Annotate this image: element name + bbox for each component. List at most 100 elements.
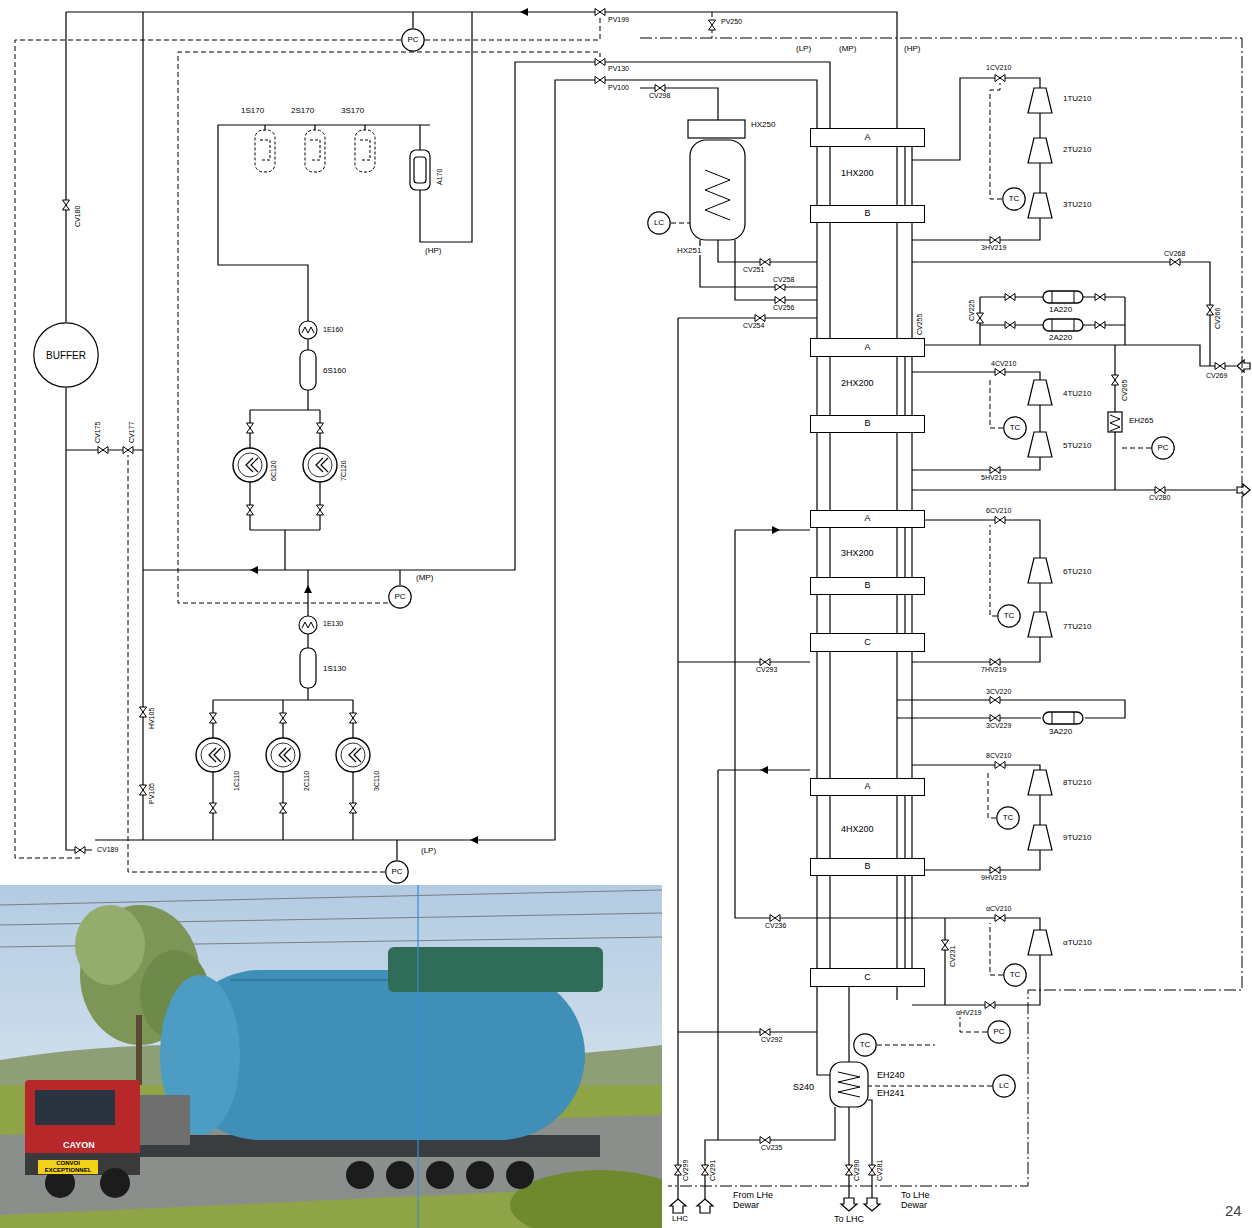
tag-label: To LHC <box>833 1214 865 1224</box>
tag-label: LHC <box>671 1214 689 1223</box>
tag-label: 2C110 <box>303 770 311 792</box>
node-text: TC <box>1003 814 1014 823</box>
exchanger-band: C <box>810 968 925 987</box>
exchanger-band: A <box>810 338 925 357</box>
tag-label: CV280 <box>1148 494 1171 502</box>
stream-line <box>904 876 905 968</box>
tag-label: 1E160 <box>322 326 344 334</box>
tag-label: CV293 <box>755 666 778 674</box>
circle-outline <box>647 211 671 235</box>
tag-label: PV105 <box>148 782 156 805</box>
circle-outline <box>997 604 1021 628</box>
tag-label: 1CV210 <box>985 64 1012 72</box>
tag-label: CV292 <box>760 1036 783 1044</box>
tag-label: 6TU210 <box>1062 567 1092 576</box>
tag-label: CAYON <box>62 1140 96 1150</box>
transport-photo <box>0 885 662 1228</box>
node-text: BUFFER <box>46 350 86 361</box>
buffer-vessel: BUFFER <box>33 322 99 388</box>
tag-label: 6S160 <box>322 366 347 375</box>
tag-label: 7HV219 <box>980 666 1007 674</box>
controller-circle: PC <box>1151 436 1175 460</box>
tag-label: CV251 <box>742 266 765 274</box>
node-text: TC <box>1004 612 1015 621</box>
node-text: LC <box>654 219 664 228</box>
circle-outline <box>853 1033 877 1057</box>
tag-label: αTU210 <box>1062 938 1093 947</box>
node-text: PC <box>1157 444 1168 453</box>
tag-label: 4HX200 <box>840 824 875 834</box>
stream-line <box>904 528 905 577</box>
tag-label: PV250 <box>720 18 743 26</box>
tag-label: (LP) <box>795 44 812 53</box>
circle-outline <box>996 806 1020 830</box>
exchanger-band: A <box>810 510 925 528</box>
tag-label: (HP) <box>903 44 921 53</box>
tag-label: HX251 <box>676 246 702 255</box>
tag-label: 2HX200 <box>840 378 875 388</box>
tag-label: CV177 <box>128 421 136 444</box>
tag-label: CV299 <box>682 1159 690 1182</box>
tag-label: (MP) <box>838 44 857 53</box>
tag-label: To LHe Dewar <box>900 1190 954 1211</box>
circle-outline <box>388 585 412 609</box>
stream-line <box>904 357 905 415</box>
tag-label: EH240 <box>876 1070 906 1080</box>
tag-label: 3A220 <box>1048 727 1073 736</box>
tag-label: A170 <box>436 168 444 186</box>
node-text: PC <box>391 868 402 877</box>
exchanger-band: A <box>810 778 925 796</box>
tag-label: HV105 <box>148 707 156 730</box>
node-text: B <box>864 862 870 872</box>
tag-label: 3CV229 <box>985 722 1012 730</box>
tag-label: CV231 <box>949 945 957 968</box>
exchanger-band: B <box>810 577 925 595</box>
tag-label: 1HX200 <box>840 168 875 178</box>
controller-circle: TC <box>1003 963 1027 987</box>
tag-label: CV281 <box>876 1159 884 1182</box>
tag-label: 5TU210 <box>1062 441 1092 450</box>
tag-label: CV256 <box>772 304 795 312</box>
circle-outline <box>1151 436 1175 460</box>
controller-circle: TC <box>1002 187 1026 211</box>
tag-label: EH265 <box>1128 416 1154 425</box>
tag-label: 4CV210 <box>990 360 1017 368</box>
tag-label: 1C110 <box>233 770 241 792</box>
tag-label: CV291 <box>709 1159 717 1182</box>
tag-label: 7C120 <box>340 459 348 482</box>
controller-circle: PC <box>987 1020 1011 1044</box>
circle-outline <box>987 1020 1011 1044</box>
circle-outline <box>1003 416 1027 440</box>
tag-label: 1A220 <box>1048 305 1073 314</box>
tag-label: 1S170 <box>240 106 265 115</box>
node-text: A <box>864 343 870 353</box>
exchanger-band: B <box>810 205 925 223</box>
tag-label: CV258 <box>772 276 795 284</box>
node-text: C <box>864 638 871 648</box>
circle-outline <box>1002 187 1026 211</box>
node-text: B <box>864 581 870 591</box>
tag-label: 1S130 <box>322 664 347 673</box>
tag-label: PV130 <box>607 65 630 73</box>
tag-label: 6CV210 <box>985 507 1012 515</box>
circle-outline <box>33 322 99 388</box>
tag-label: CV189 <box>96 846 119 854</box>
tag-label: 8CV210 <box>985 752 1012 760</box>
node-text: PC <box>394 593 405 602</box>
node-text: C <box>864 973 871 983</box>
tag-label: CV175 <box>94 421 102 444</box>
tag-label: CV268 <box>1163 250 1186 258</box>
tag-label: S240 <box>792 1082 815 1092</box>
tag-label: αCV210 <box>985 905 1012 913</box>
tag-label: CV254 <box>742 322 765 330</box>
node-text: TC <box>1010 424 1021 433</box>
tag-label: CV269 <box>1205 372 1228 380</box>
tag-label: HX250 <box>750 120 776 129</box>
tag-label: 2A220 <box>1048 333 1073 342</box>
controller-circle: TC <box>997 604 1021 628</box>
tag-label: CV290 <box>853 1159 861 1182</box>
exchanger-band: A <box>810 128 925 147</box>
tag-label: 1E130 <box>322 620 344 628</box>
tag-label: 3S170 <box>340 106 365 115</box>
